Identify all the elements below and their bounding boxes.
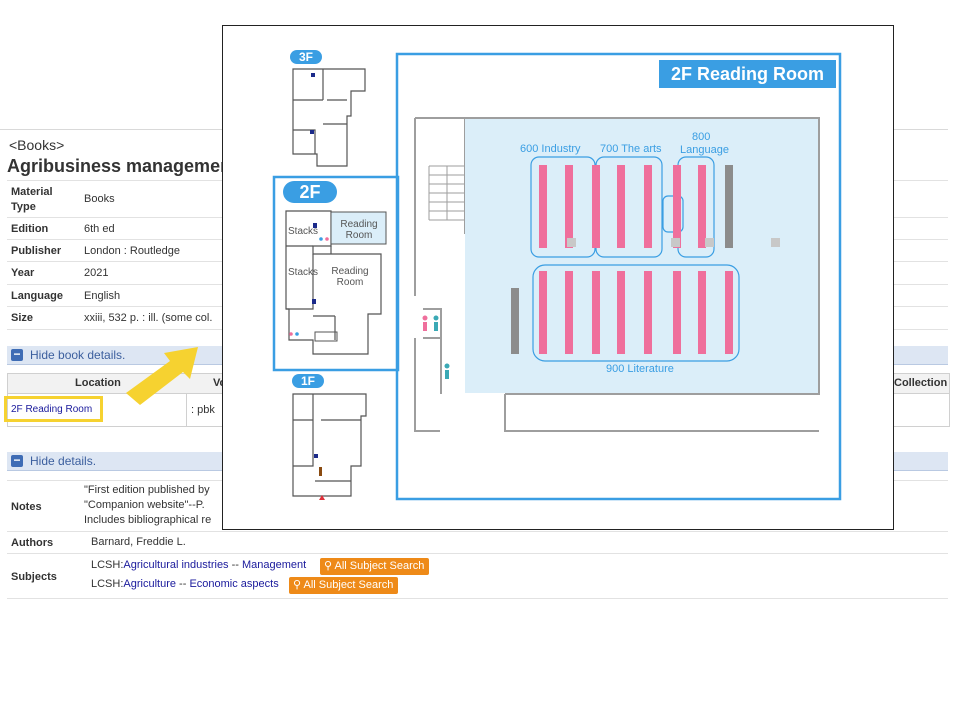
floor-1f-badge[interactable]: 1F xyxy=(292,374,324,388)
section-900-label: 900 Literature xyxy=(606,363,674,375)
authors-label: Authors xyxy=(11,537,54,549)
search-icon: ⚲ xyxy=(324,560,333,572)
section-700-label: 700 The arts xyxy=(600,143,662,155)
subjects-row: Subjects xyxy=(7,553,948,599)
subject-line-2: LCSH:Agriculture -- Economic aspects xyxy=(91,578,279,590)
all-subject-search-label: All Subject Search xyxy=(334,560,425,572)
record-title: Agribusiness management xyxy=(7,156,238,176)
subject-separator: -- xyxy=(231,559,239,571)
floor-3f-plan xyxy=(292,68,366,167)
all-subject-search-button[interactable]: ⚲ All Subject Search xyxy=(289,577,399,594)
search-icon: ⚲ xyxy=(293,579,302,591)
subject-term-link[interactable]: Agricultural industries xyxy=(123,559,229,571)
detail-value: English xyxy=(84,290,121,302)
column-divider xyxy=(186,394,187,426)
stairs-icon xyxy=(428,165,465,221)
detail-label: Year xyxy=(11,267,35,279)
floor-2f-plan xyxy=(285,210,382,355)
detail-value: 6th ed xyxy=(84,223,115,235)
mini-reading-room-label: Reading Room xyxy=(340,219,378,241)
floor-map-panel: 3F 2F 1F Stacks Reading Room Stacks Read… xyxy=(222,25,894,530)
author-link[interactable]: Barnard, Freddie L. xyxy=(91,536,186,548)
detail-value: Books xyxy=(84,193,115,205)
all-subject-search-label: All Subject Search xyxy=(303,579,394,591)
detail-label: Material Type xyxy=(11,186,53,213)
authors-row: Authors Barnard, Freddie L. xyxy=(7,531,948,554)
section-600-label: 600 Industry xyxy=(520,143,581,155)
column-header-location: Location xyxy=(75,377,121,389)
subject-subdivision-link[interactable]: Management xyxy=(242,559,307,571)
reading-room-area xyxy=(465,119,818,393)
subject-term-link[interactable]: Agriculture xyxy=(123,578,176,590)
notes-label: Notes xyxy=(11,501,42,513)
shelves-upper xyxy=(539,165,706,248)
subject-prefix: LCSH: xyxy=(91,578,124,590)
detail-value: xxiii, 532 p. : ill. (some col. xyxy=(84,312,213,324)
detail-value: 2021 xyxy=(84,267,109,279)
reading-room-frame xyxy=(395,52,842,501)
subject-subdivision-link[interactable]: Economic aspects xyxy=(189,578,279,590)
note-line: Includes bibliographical re xyxy=(84,514,212,526)
all-subject-search-button[interactable]: ⚲ All Subject Search xyxy=(320,558,430,575)
collapse-icon[interactable]: − xyxy=(11,454,23,467)
mini-reading-room-label: Reading Room xyxy=(331,266,369,288)
floor-map-drawing xyxy=(272,52,842,501)
subject-separator: -- xyxy=(179,578,187,590)
mini-stacks-label: Stacks xyxy=(288,267,319,278)
note-line: "Companion website"--P. xyxy=(84,499,205,511)
collapse-icon[interactable]: − xyxy=(11,348,23,361)
location-highlight-box xyxy=(4,396,103,422)
detail-label: Publisher xyxy=(11,245,62,257)
yellow-arrow-icon xyxy=(126,347,198,405)
column-header-collection: Collection xyxy=(894,377,948,389)
subjects-label: Subjects xyxy=(11,571,57,583)
section-800-name: Language xyxy=(680,144,729,156)
detail-label: Language xyxy=(11,290,63,302)
shelves-lower xyxy=(539,271,733,354)
floor-1f-plan xyxy=(292,393,367,497)
volume-cell: : pbk xyxy=(191,404,215,416)
hide-details-link[interactable]: Hide details. xyxy=(30,454,97,468)
floor-2f-badge[interactable]: 2F xyxy=(283,181,337,203)
subject-prefix: LCSH: xyxy=(91,559,124,571)
reading-room-title: 2F Reading Room xyxy=(659,60,836,88)
detail-value: London : Routledge xyxy=(84,245,181,257)
hide-book-details-link[interactable]: Hide book details. xyxy=(30,348,126,362)
note-line: "First edition published by xyxy=(84,484,210,496)
subject-line-1: LCSH:Agricultural industries -- Manageme… xyxy=(91,559,306,571)
mini-stacks-label: Stacks xyxy=(288,226,319,237)
section-800-label: 800 xyxy=(692,131,711,143)
detail-label: Size xyxy=(11,312,34,324)
location-link[interactable]: 2F Reading Room xyxy=(11,404,93,415)
detail-label: Edition xyxy=(11,223,49,235)
material-type-heading: <Books> xyxy=(9,137,65,153)
floor-3f-badge[interactable]: 3F xyxy=(290,50,322,64)
